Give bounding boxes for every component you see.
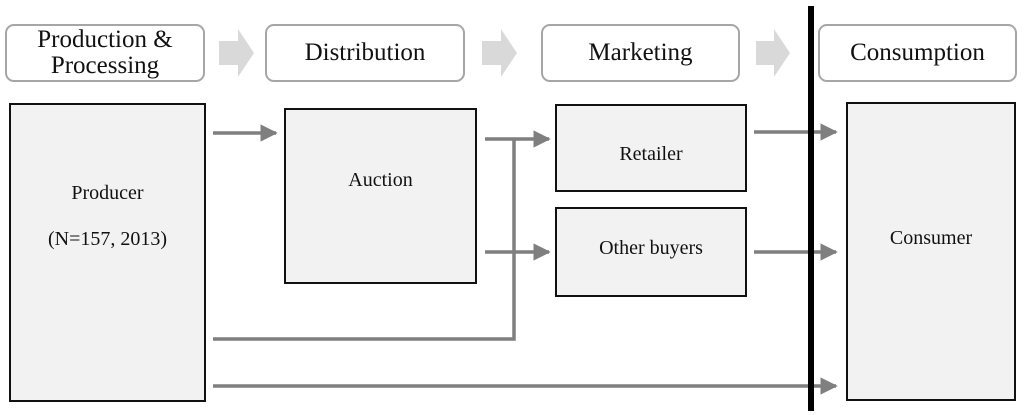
retailer-label: Retailer	[619, 143, 683, 165]
consumer-box: Consumer	[846, 102, 1016, 401]
stage-arrow-1	[219, 29, 254, 77]
stage-marketing: Marketing	[541, 24, 740, 82]
stage-arrow-2	[482, 29, 517, 77]
producer-box: Producer (N=157, 2013)	[9, 103, 206, 402]
stage-consumption: Consumption	[818, 24, 1017, 82]
stage-arrow-3	[756, 29, 790, 77]
auction-label: Auction	[348, 169, 413, 191]
other-buyers-box: Other buyers	[555, 207, 747, 297]
stage-production-processing: Production & Processing	[5, 24, 205, 82]
retailer-box: Retailer	[555, 104, 747, 192]
consumer-label: Consumer	[889, 227, 973, 249]
producer-sample-label: (N=157, 2013)	[47, 228, 168, 250]
connector-producer-direct-to-marketing	[213, 139, 516, 341]
producer-label: Producer	[71, 182, 144, 204]
stage-distribution: Distribution	[265, 24, 465, 82]
other-buyers-label: Other buyers	[599, 237, 703, 259]
auction-box: Auction	[284, 108, 477, 284]
